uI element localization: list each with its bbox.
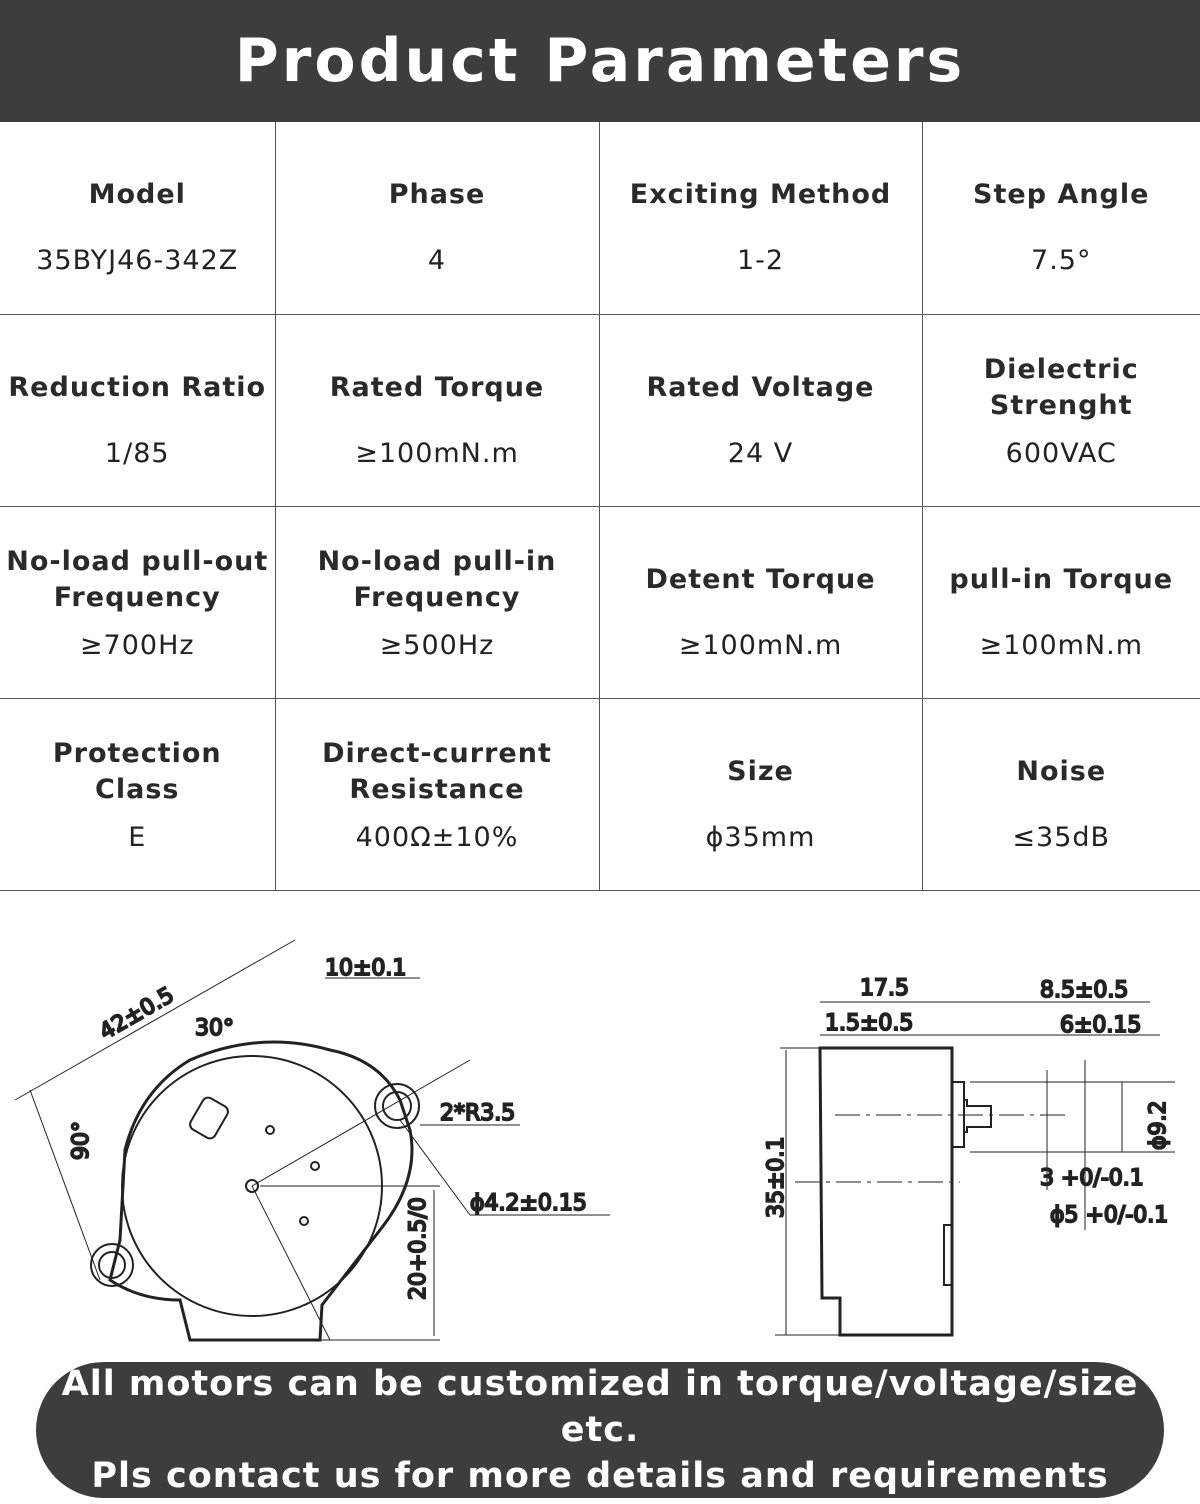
param-cell: Rated Voltage 24 V — [599, 314, 923, 507]
param-cell: Phase 4 — [275, 122, 600, 315]
param-row: Model 35BYJ46-342Z Phase 4 Exciting Method 1-… — [0, 122, 1200, 315]
param-cell: Exciting Method 1-2 — [599, 122, 923, 315]
param-cell: Dielectric Strenght 600VAC — [922, 314, 1200, 507]
param-label: Exciting Method — [629, 179, 892, 211]
parameters-table: Model 35BYJ46-342Z Phase 4 Exciting Method 1-… — [0, 122, 1200, 891]
param-value: 35BYJ46-342Z — [36, 245, 239, 277]
param-cell: Model 35BYJ46-342Z — [0, 122, 276, 315]
side-view-drawing: 17.5 8.5±0.5 1.5±0.5 6±0.15 ϕ9.2 35±0.1 … — [763, 975, 1175, 1337]
param-value: ≥100mN.m — [979, 629, 1144, 661]
param-label: No-load pull-in Frequency — [317, 545, 557, 613]
param-value: ≥100mN.m — [355, 437, 519, 469]
param-value: 400Ω±10% — [355, 821, 519, 853]
customization-banner: All motors can be customized in torque/v… — [36, 1362, 1164, 1498]
param-label: Protection Class — [52, 737, 222, 805]
param-label: Direct-current Resistance — [322, 737, 552, 805]
param-value: 600VAC — [1005, 437, 1117, 469]
param-cell: Size ϕ35mm — [599, 698, 923, 891]
param-value: 24 V — [727, 437, 794, 469]
param-value: ≥500Hz — [379, 629, 495, 661]
param-cell: Direct-current Resistance 400Ω±10% — [275, 698, 600, 891]
param-cell: Step Angle 7.5° — [922, 122, 1200, 315]
param-value: E — [128, 821, 147, 853]
param-value: 1/85 — [104, 437, 170, 469]
dim-label: 2*R3.5 — [440, 1101, 515, 1126]
dim-label: 30° — [195, 1016, 234, 1041]
dim-label: ϕ5 +0/-0.1 — [1050, 1203, 1168, 1228]
param-cell: pull-in Torque ≥100mN.m — [922, 506, 1200, 699]
front-view-drawing: 42±0.5 30° 10±0.1 90° 2*R3.5 ϕ4.2±0.15 2… — [14, 939, 610, 1342]
dim-label: ϕ9.2 — [1146, 1101, 1171, 1151]
param-label: No-load pull-out Frequency — [6, 545, 269, 613]
dim-label: ϕ4.2±0.15 — [470, 1191, 587, 1216]
param-value: 4 — [427, 245, 447, 277]
param-cell: Detent Torque ≥100mN.m — [599, 506, 923, 699]
param-label: Size — [727, 755, 794, 787]
param-value: ≥100mN.m — [678, 629, 843, 661]
param-cell: No-load pull-out Frequency ≥700Hz — [0, 506, 276, 699]
param-label: Step Angle — [973, 179, 1150, 211]
dim-label: 20+0.5/0 — [406, 1197, 431, 1300]
dim-label: 6±0.15 — [1060, 1013, 1141, 1038]
param-label: pull-in Torque — [949, 563, 1174, 595]
param-cell: Rated Torque ≥100mN.m — [275, 314, 600, 507]
dim-label: 10±0.1 — [325, 956, 406, 981]
param-label: Detent Torque — [645, 563, 876, 595]
dim-label: 8.5±0.5 — [1040, 978, 1128, 1003]
param-label: Rated Torque — [329, 371, 545, 403]
dimension-drawings: 42±0.5 30° 10±0.1 90° 2*R3.5 ϕ4.2±0.15 2… — [14, 939, 1175, 1342]
dim-label: 17.5 — [860, 976, 909, 1001]
param-label: Phase — [388, 179, 486, 211]
param-label: Reduction Ratio — [8, 371, 267, 403]
param-label: Rated Voltage — [646, 371, 875, 403]
param-value: 1-2 — [736, 245, 785, 277]
param-label: Model — [88, 179, 186, 211]
param-cell: Reduction Ratio 1/85 — [0, 314, 276, 507]
page-title: Product Parameters — [0, 0, 1200, 122]
param-value: ≥700Hz — [79, 629, 195, 661]
param-value: 7.5° — [1031, 245, 1092, 277]
param-value: ϕ35mm — [705, 821, 816, 853]
dim-label: 1.5±0.5 — [825, 1011, 913, 1036]
param-value: ≤35dB — [1012, 821, 1111, 853]
dim-label: 90° — [69, 1121, 94, 1160]
param-cell: Noise ≤35dB — [922, 698, 1200, 891]
param-cell: No-load pull-in Frequency ≥500Hz — [275, 506, 600, 699]
banner-line-1: All motors can be customized in torque/v… — [61, 1364, 1139, 1450]
dim-label: 35±0.1 — [764, 1137, 789, 1218]
dim-label: 3 +0/-0.1 — [1040, 1166, 1144, 1191]
param-label: Dielectric Strenght — [983, 353, 1139, 421]
param-label: Noise — [1016, 755, 1107, 787]
banner-line-2: Pls contact us for more details and requ… — [91, 1456, 1109, 1496]
